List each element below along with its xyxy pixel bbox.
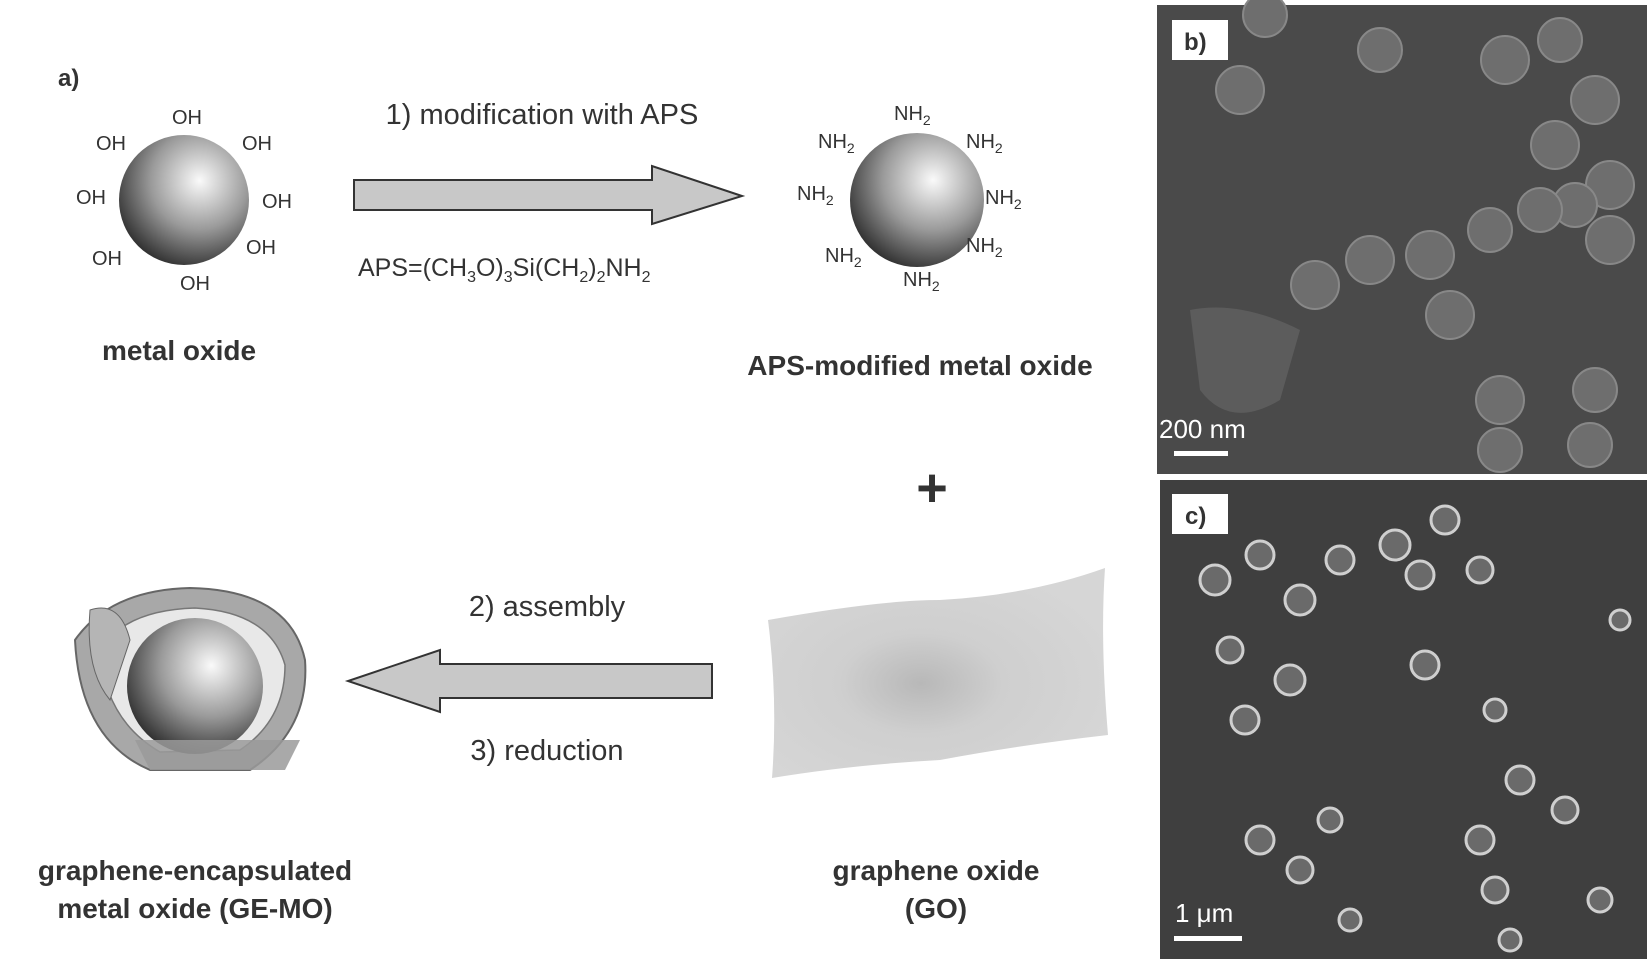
panel-a-label: a) bbox=[58, 65, 79, 92]
nh2-groups: NH2 NH2 NH2 NH2 NH2 NH2 NH2 NH2 bbox=[797, 103, 1022, 294]
oh-label: OH bbox=[96, 133, 126, 155]
svg-text:NH2: NH2 bbox=[818, 131, 855, 156]
sem-image-c bbox=[1160, 480, 1647, 959]
svg-text:NH2: NH2 bbox=[966, 235, 1003, 260]
oh-label: OH bbox=[262, 191, 292, 213]
oh-groups: OH OH OH OH OH OH OH OH bbox=[76, 107, 292, 295]
ge-mo-particle bbox=[73, 586, 307, 771]
svg-text:NH2: NH2 bbox=[797, 183, 834, 208]
sem-image-b bbox=[1157, 0, 1647, 474]
go-caption-line1: graphene oxide bbox=[833, 855, 1040, 886]
go-caption-line2: (GO) bbox=[905, 893, 967, 924]
oh-label: OH bbox=[246, 237, 276, 259]
oh-label: OH bbox=[76, 187, 106, 209]
oh-label: OH bbox=[172, 107, 202, 129]
svg-text:NH2: NH2 bbox=[903, 269, 940, 294]
svg-text:NH2: NH2 bbox=[825, 245, 862, 270]
metal-oxide-sphere bbox=[119, 135, 249, 265]
graphene-oxide-sheet bbox=[768, 568, 1108, 778]
metal-oxide-caption: metal oxide bbox=[102, 335, 256, 366]
oh-label: OH bbox=[92, 248, 122, 270]
scale-bar-b-label: 200 nm bbox=[1159, 414, 1246, 444]
step2-label: 2) assembly bbox=[469, 591, 626, 623]
plus-sign: + bbox=[916, 458, 948, 518]
aps-formula: APS=(CH3O)3Si(CH2)2NH2 bbox=[358, 254, 651, 286]
aps-oxide-caption: APS-modified metal oxide bbox=[747, 350, 1092, 381]
step1-label: 1) modification with APS bbox=[386, 99, 699, 131]
left-arrow bbox=[344, 648, 713, 714]
ge-mo-caption-line2: metal oxide (GE-MO) bbox=[57, 893, 332, 924]
oh-label: OH bbox=[242, 133, 272, 155]
panel-b-label: b) bbox=[1184, 29, 1207, 56]
panel-b-label-box bbox=[1172, 20, 1228, 60]
aps-modified-sphere bbox=[850, 133, 984, 267]
scale-bar-c-label: 1 μm bbox=[1175, 898, 1233, 928]
ge-mo-caption-line1: graphene-encapsulated bbox=[38, 855, 352, 886]
svg-text:NH2: NH2 bbox=[985, 187, 1022, 212]
svg-text:NH2: NH2 bbox=[894, 103, 931, 128]
panel-c-label: c) bbox=[1185, 503, 1206, 530]
oh-label: OH bbox=[180, 273, 210, 295]
scale-bar-b bbox=[1174, 451, 1228, 456]
svg-text:NH2: NH2 bbox=[966, 131, 1003, 156]
scale-bar-c bbox=[1174, 936, 1242, 941]
panel-c-label-box bbox=[1172, 494, 1228, 534]
right-arrow bbox=[353, 164, 746, 226]
step3-label: 3) reduction bbox=[470, 735, 623, 767]
